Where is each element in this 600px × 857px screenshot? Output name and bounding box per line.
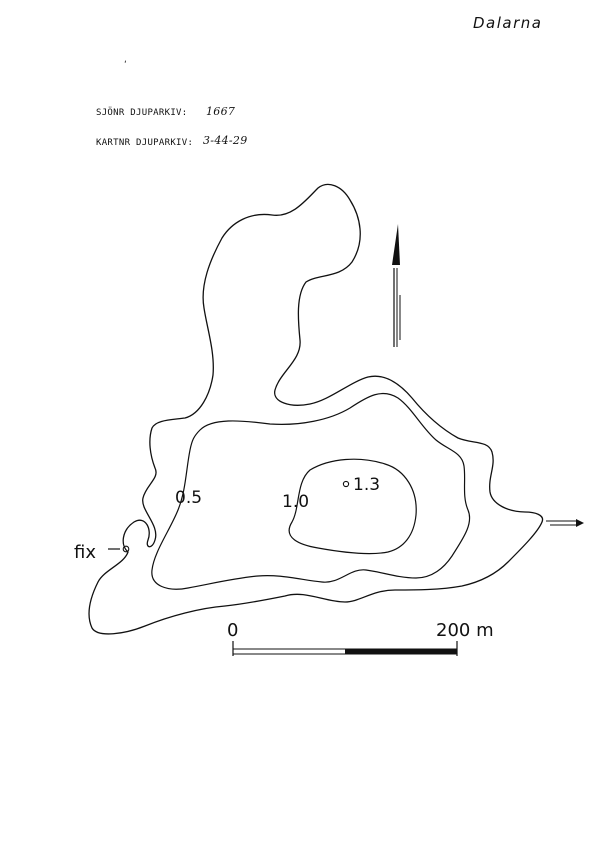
fix-point-marker: fix: [74, 542, 130, 563]
depth-label-0-5: 0.5: [175, 488, 202, 508]
lake-number-row: SJÖNR DJUPARKIV: 1667: [96, 105, 235, 118]
shoreline-contour: [88, 183, 544, 635]
fix-point-icon: [122, 545, 130, 553]
map-number-value: 3-44-29: [203, 134, 248, 147]
fix-label: fix: [74, 542, 96, 563]
scale-end-label: 200 m: [436, 620, 494, 641]
lake-number-value: 1667: [206, 105, 236, 118]
region-name: Dalarna: [473, 14, 543, 32]
deepest-point-icon: [342, 480, 350, 488]
depth-label-max: 1.3: [353, 475, 380, 495]
outflow-arrow-icon: [546, 519, 584, 527]
pencil-mark: ‘: [124, 60, 127, 70]
map-number-label: KARTNR DJUPARKIV:: [96, 138, 194, 148]
depth-contour-1-0: [288, 458, 417, 555]
lake-number-label: SJÖNR DJUPARKIV:: [96, 108, 188, 118]
north-arrow-icon: [392, 224, 401, 347]
depth-label-1-0: 1.0: [282, 492, 309, 512]
map-number-row: KARTNR DJUPARKIV: 3-44-29: [96, 134, 247, 148]
scale-start-label: 0: [227, 620, 238, 641]
scale-bar: 0 200 m: [227, 620, 494, 656]
depth-contour-0-5: [151, 393, 471, 590]
